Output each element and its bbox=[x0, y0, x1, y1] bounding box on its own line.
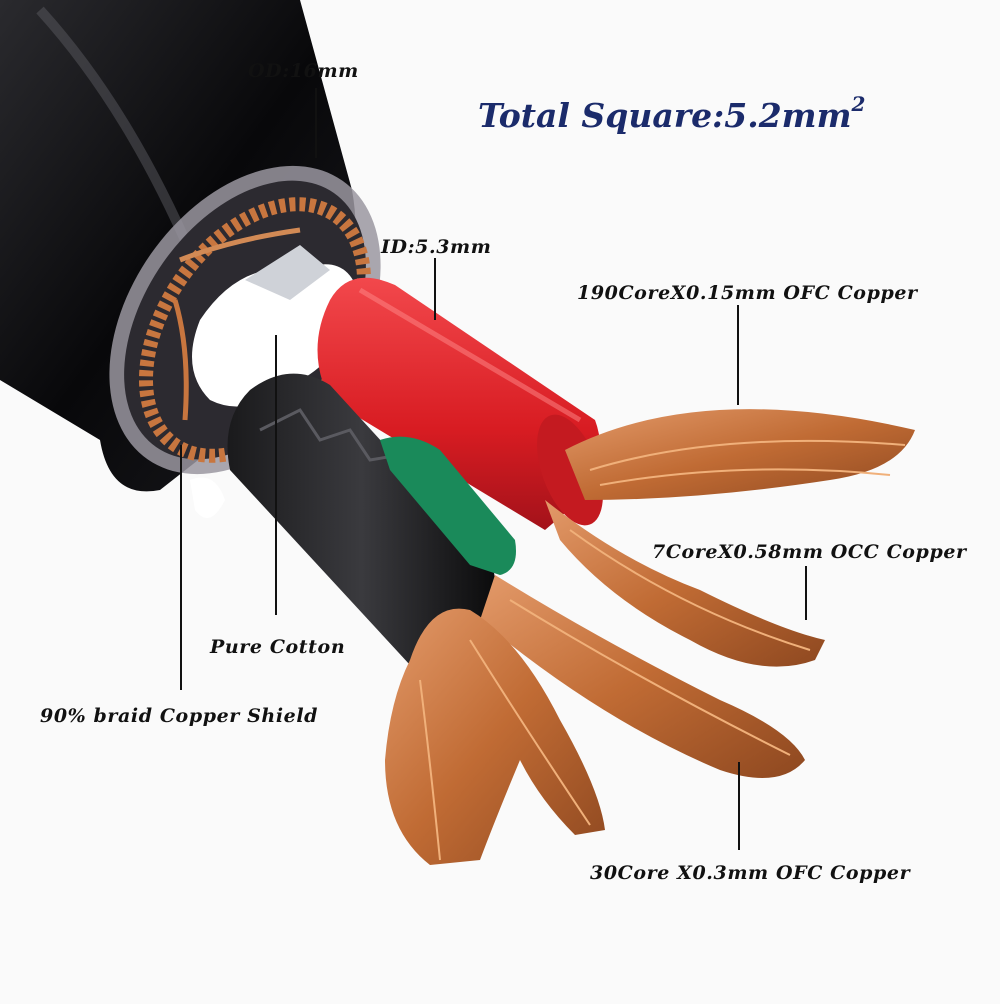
copper-strands-7 bbox=[545, 500, 825, 667]
label-id: ID:5.3mm bbox=[381, 236, 492, 258]
label-od: OD:16mm bbox=[248, 60, 359, 82]
label-shield: 90% braid Copper Shield bbox=[40, 705, 319, 727]
label-190-core: 190CoreX0.15mm OFC Copper bbox=[577, 282, 918, 304]
copper-strands-190 bbox=[565, 409, 915, 500]
label-30-core: 30Core X0.3mm OFC Copper bbox=[590, 862, 911, 884]
label-cotton: Pure Cotton bbox=[210, 636, 346, 658]
copper-strands-30 bbox=[480, 575, 805, 778]
title-total-square: Total Square:5.2mm2 bbox=[478, 92, 866, 135]
title-superscript: 2 bbox=[851, 92, 866, 116]
copper-strands-black bbox=[385, 608, 605, 865]
green-conductor bbox=[380, 436, 516, 575]
label-7-core: 7CoreX0.58mm OCC Copper bbox=[652, 541, 967, 563]
leader-lines bbox=[180, 88, 807, 850]
